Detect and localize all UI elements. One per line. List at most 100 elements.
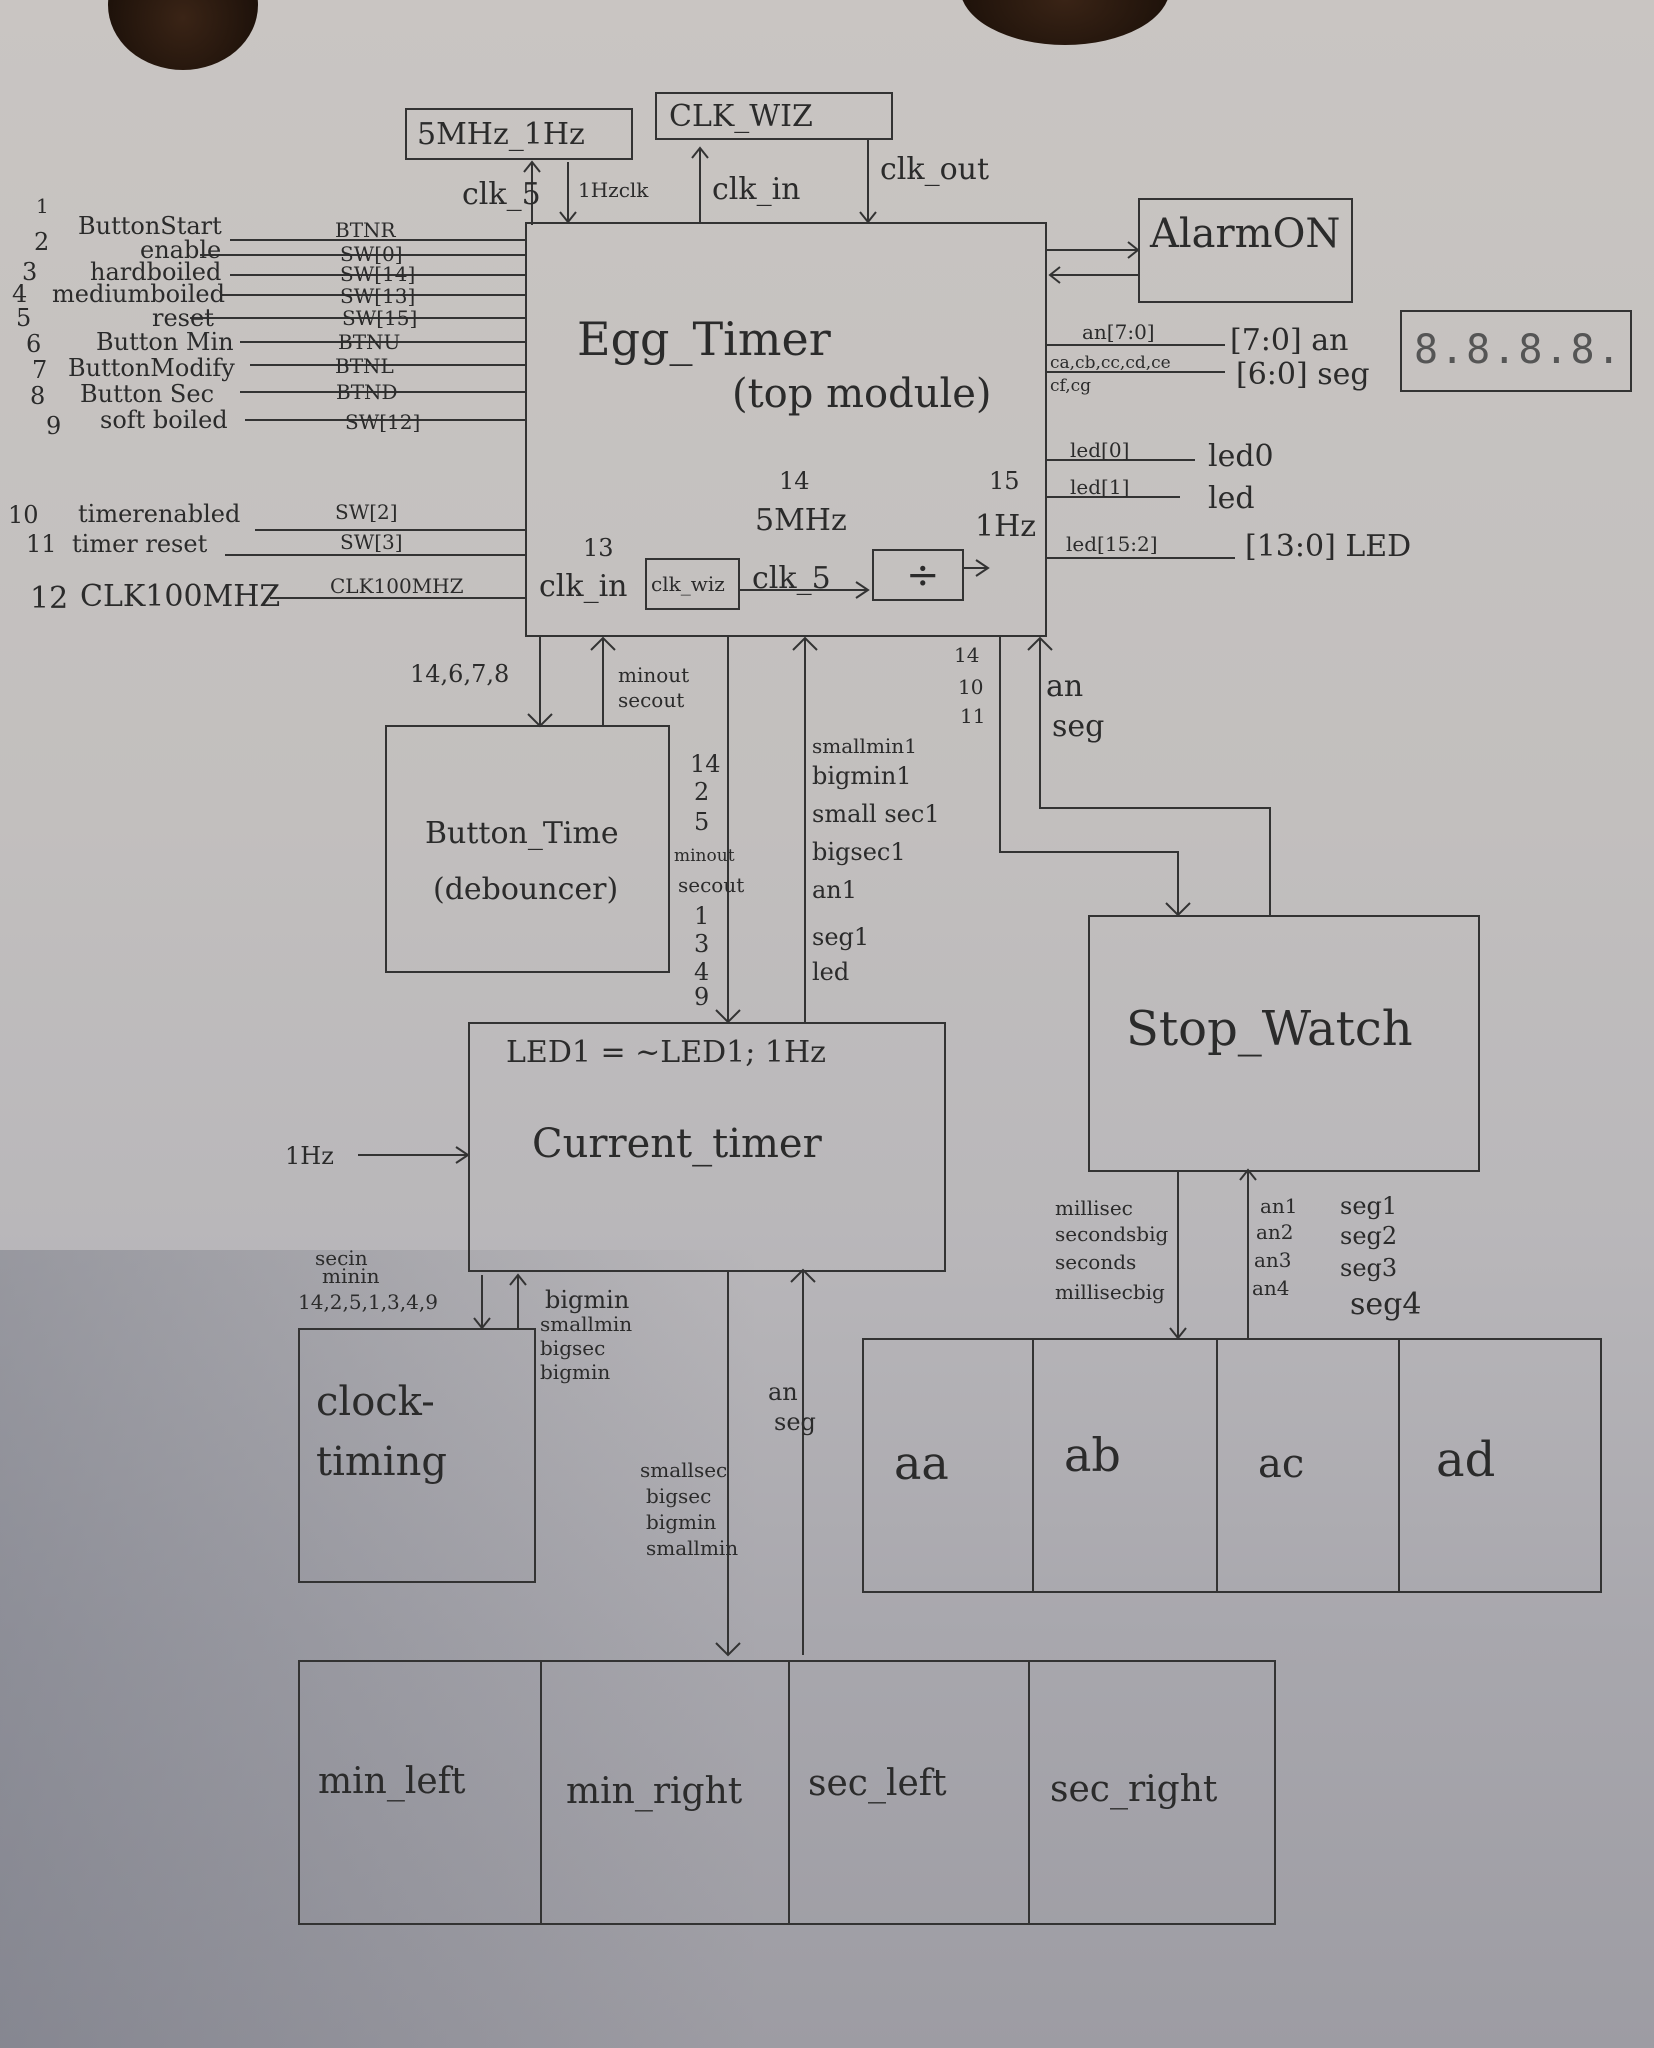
egg-timer-title: Egg_Timer (577, 312, 831, 366)
clk-in-label: clk_in (712, 172, 801, 207)
mid-num-2: 9 (694, 983, 710, 1011)
mid-num-2: 4 (694, 958, 710, 986)
led0-label: led0 (1208, 439, 1274, 474)
current-timer-module: LED1 = ~LED1; 1Hz Current_timer (468, 1022, 946, 1272)
ct-out-signal: smallmin (540, 1312, 633, 1336)
input-name: CLK100MHZ (80, 579, 281, 614)
sw-seg-signal: seg2 (1340, 1222, 1398, 1250)
clk-5-label: clk_5 (462, 177, 541, 212)
paper-shadow (0, 1250, 760, 2048)
input-num: 8 (30, 382, 46, 410)
up-signal: an1 (812, 876, 858, 904)
internal-clk-wiz: clk_wiz (651, 572, 725, 596)
an-wire-label: an (1046, 669, 1084, 704)
alarm-on-box: AlarmON (1138, 198, 1353, 303)
down-signal: bigmin (646, 1510, 717, 1534)
input-num: 10 (8, 501, 39, 529)
internal-clk-wiz-box: clk_wiz (645, 558, 740, 610)
input-port: BTND (336, 380, 398, 404)
up-signal: smallmin1 (812, 734, 917, 758)
input-num: 12 (30, 581, 69, 616)
stop-watch-title: Stop_Watch (1126, 1001, 1413, 1057)
input-name: enable (140, 236, 222, 264)
time-cell-sec-left: sec_left (788, 1660, 1030, 1925)
button-time-subtitle: (debouncer) (433, 872, 619, 907)
sw-cell-label: ad (1436, 1432, 1496, 1488)
input-num: 3 (22, 258, 38, 286)
input-num: 4 (12, 280, 28, 308)
ct-out-signal: bigsec (540, 1336, 606, 1360)
alarm-on-label: AlarmON (1150, 211, 1341, 257)
sw-an-signal: an2 (1256, 1220, 1294, 1244)
input-name: reset (152, 304, 214, 332)
internal-clk-5: clk_5 (752, 561, 831, 596)
input-port: SW[2] (335, 500, 398, 524)
sw-cell-ad: ad (1398, 1338, 1602, 1593)
up-signal: led (812, 958, 850, 986)
input-num: 9 (46, 412, 62, 440)
sw-cell-aa: aa (862, 1338, 1034, 1593)
seven-seg-display: 8.8.8.8. (1400, 310, 1632, 392)
sw-left-signal: seconds (1055, 1250, 1137, 1274)
clock-timing-title-2: timing (316, 1439, 447, 1485)
up-signal: bigmin1 (812, 762, 912, 790)
led1-port: led[1] (1070, 475, 1130, 499)
minin-label: minin (322, 1264, 380, 1288)
input-name: soft boiled (100, 406, 228, 434)
seg-wire-label: seg (1052, 709, 1105, 744)
clock-timing-nums: 14,2,5,1,3,4,9 (298, 1290, 438, 1314)
egg-timer-subtitle: (top module) (732, 371, 992, 417)
sw-cell-label: ab (1064, 1428, 1121, 1482)
input-port: CLK100MHZ (330, 574, 464, 598)
label-15: 15 (989, 467, 1020, 495)
input-num: 7 (32, 356, 48, 384)
ct-out-signal: bigmin (540, 1360, 611, 1384)
sw-num: 14 (954, 643, 980, 667)
led-port: led[15:2] (1066, 532, 1158, 556)
input-name: ButtonModify (68, 354, 235, 382)
clk-wiz-label: CLK_WIZ (669, 99, 813, 134)
input-port: SW[3] (340, 530, 403, 554)
time-cell-min-right: min_right (540, 1660, 790, 1925)
time-cell-min-left: min_left (298, 1660, 542, 1925)
input-port: SW[12] (345, 410, 421, 434)
sw-display-row: aa ab ac ad (862, 1338, 1602, 1593)
mid-num: 2 (694, 778, 710, 806)
input-name: timerenabled (78, 500, 241, 528)
down-signal: smallmin (646, 1536, 739, 1560)
egg-timer-module: Egg_Timer (top module) 14 15 5MHz 1Hz 13… (525, 222, 1047, 637)
secout-2: secout (678, 873, 745, 897)
internal-clk-in: clk_in (539, 569, 628, 604)
down-signal: bigsec (646, 1484, 712, 1508)
time-cell-label: min_left (318, 1761, 466, 1802)
input-num: 6 (26, 330, 42, 358)
led-label: [13:0] LED (1245, 529, 1412, 564)
lower-seg: seg (774, 1408, 816, 1436)
led1-label: led (1208, 481, 1255, 516)
divider-label: 5MHz_1Hz (417, 117, 585, 152)
input-port: SW[15] (342, 306, 418, 330)
seg-label: [6:0] seg (1236, 357, 1370, 392)
up-signal: bigsec1 (812, 838, 906, 866)
sw-seg-signal: seg4 (1350, 1287, 1422, 1322)
time-cell-label: min_right (566, 1771, 743, 1812)
input-port: BTNU (338, 330, 401, 354)
input-num: 1 (36, 194, 49, 218)
led0-port: led[0] (1070, 438, 1130, 462)
seven-seg-digits: 8.8.8.8. (1414, 327, 1623, 373)
mid-num-2: 1 (694, 902, 710, 930)
clk-wiz-box: CLK_WIZ (655, 92, 893, 140)
input-port: SW[14] (340, 262, 416, 286)
input-port: BTNR (335, 218, 396, 242)
label-14: 14 (779, 467, 810, 495)
sw-cell-label: aa (894, 1436, 949, 1490)
seg-port: ca,cb,cc,cd,ce (1050, 353, 1171, 373)
input-name: Button Min (96, 328, 234, 356)
input-name: Button Sec (80, 380, 215, 408)
mid-num: 5 (694, 808, 710, 836)
sw-num: 10 (958, 675, 984, 699)
time-cell-label: sec_left (808, 1763, 947, 1804)
minout-label: minout (618, 663, 690, 687)
seg-port-2: cf,cg (1050, 376, 1092, 396)
sw-left-signal: millisecbig (1055, 1280, 1165, 1304)
